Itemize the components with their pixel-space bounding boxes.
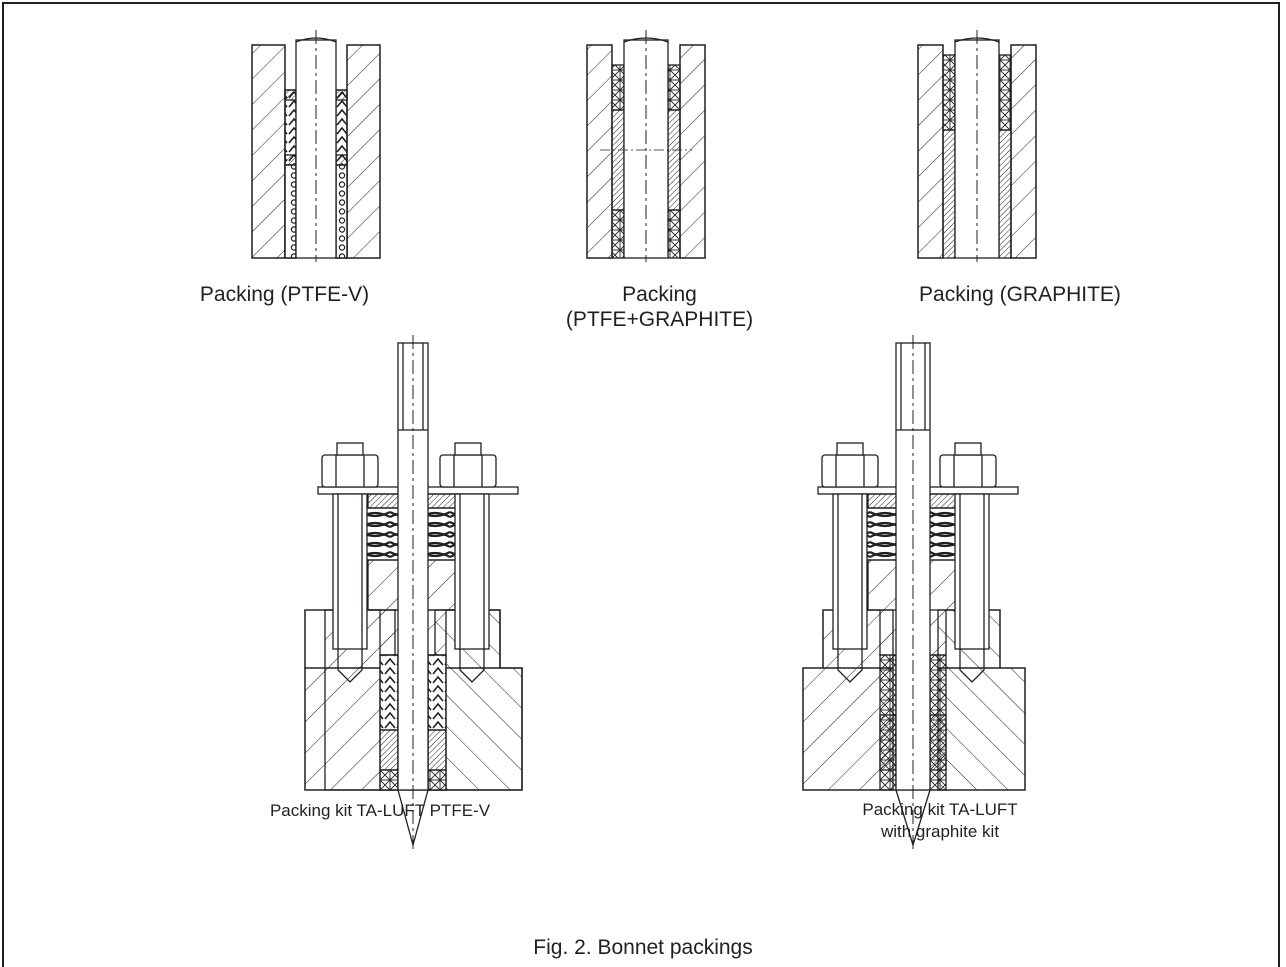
packing-ptfe-graphite-drawing [586, 30, 706, 262]
figure-title: Fig. 2. Bonnet packings [533, 936, 753, 959]
caption-taluft-graphite: Packing kit TA-LUFT with graphite kit [800, 799, 1080, 843]
caption-line: Packing kit TA-LUFT [862, 800, 1018, 819]
packing-graphite-drawing [917, 30, 1037, 262]
caption-line: (PTFE+GRAPHITE) [565, 308, 754, 331]
caption-packing-graphite: Packing (GRAPHITE) [919, 283, 1121, 306]
caption-taluft-ptfe-v: Packing kit TA-LUFT PTFE-V [269, 801, 491, 820]
caption-line: with graphite kit [880, 822, 1000, 841]
packing-ptfe-v-drawing [251, 30, 381, 262]
taluft-ptfe-v-drawing [304, 335, 523, 850]
caption-packing-ptfe-v: Packing (PTFE-V) [199, 283, 370, 306]
taluft-graphite-drawing [802, 335, 1026, 850]
caption-packing-ptfe-graphite: Packing (PTFE+GRAPHITE) [547, 282, 772, 332]
caption-line: Packing [622, 283, 697, 306]
